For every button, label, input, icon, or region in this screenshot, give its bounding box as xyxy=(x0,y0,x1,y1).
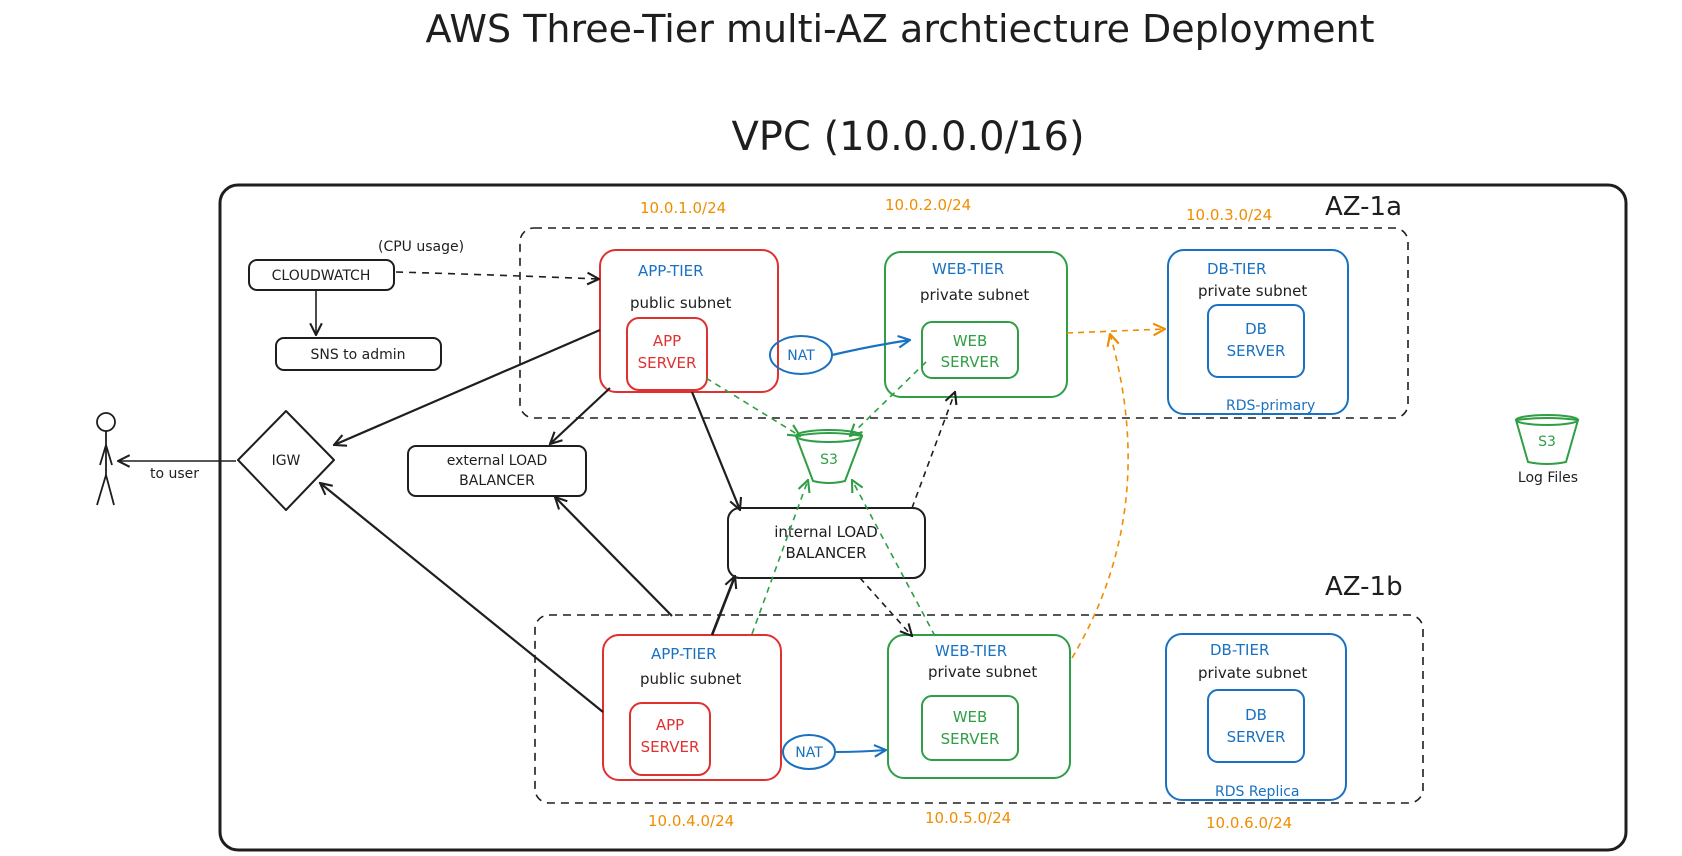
az1-app-server-line1: APP xyxy=(653,332,681,350)
az2-app-server-line2: SERVER xyxy=(641,738,700,756)
web2-to-db1-arrow xyxy=(1071,334,1129,659)
external-lb-line1: external LOAD xyxy=(447,453,548,469)
app2-to-igw-arrow xyxy=(320,483,604,713)
s3-center-label: S3 xyxy=(820,452,838,468)
internal-lb-box xyxy=(727,507,926,579)
az2-app-subnet-label: public subnet xyxy=(640,670,741,688)
az1-db-subnet-label: private subnet xyxy=(1198,282,1307,300)
cidr-az1-web: 10.0.2.0/24 xyxy=(885,196,971,214)
web1-to-db1-arrow xyxy=(1066,329,1165,333)
az2-db-tier-box xyxy=(1165,633,1347,801)
app1-to-s3-arrow xyxy=(705,377,800,436)
az1-web-server-line2: SERVER xyxy=(941,353,1000,371)
az-1a-label: AZ-1a xyxy=(1325,192,1402,222)
sns-box xyxy=(275,337,442,371)
cidr-az1-db: 10.0.3.0/24 xyxy=(1186,206,1272,224)
az2-app-tier-box xyxy=(602,634,782,781)
s3-log-caption: Log Files xyxy=(1518,470,1578,486)
az2-web-server xyxy=(921,695,1019,761)
az2-web-tier-box xyxy=(887,634,1071,779)
intlb-to-web2-arrow xyxy=(859,577,912,636)
external-lb-line2: BALANCER xyxy=(459,473,535,489)
app2-to-extlb-arrow xyxy=(555,497,673,617)
to-user-label: to user xyxy=(150,466,199,482)
az1-nat-label: NAT xyxy=(787,348,815,364)
az1-web-subnet-label: private subnet xyxy=(920,286,1029,304)
page-title: AWS Three-Tier multi-AZ archtiecture Dep… xyxy=(426,7,1375,51)
app2-to-intlb-arrow xyxy=(710,576,735,636)
az2-app-tier-title: APP-TIER xyxy=(651,645,717,663)
az2-web-server-line1: WEB xyxy=(953,708,988,726)
cloudwatch-note: (CPU usage) xyxy=(378,239,464,255)
igw-shape xyxy=(237,410,335,511)
web2-to-s3-arrow xyxy=(852,480,936,637)
vpc-title: VPC (10.0.0.0/16) xyxy=(731,114,1084,160)
az1-app-server xyxy=(626,317,708,391)
cloudwatch-box xyxy=(248,259,395,291)
az2-web-subnet-label: private subnet xyxy=(928,663,1037,681)
az1-app-server-line2: SERVER xyxy=(638,354,697,372)
az2-db-server-line1: DB xyxy=(1245,706,1267,724)
az-1b-label: AZ-1b xyxy=(1325,572,1403,602)
az2-web-server-line2: SERVER xyxy=(941,730,1000,748)
az1-db-tier-box xyxy=(1167,249,1349,415)
nat1-to-web1-arrow xyxy=(831,340,910,357)
s3-log-bucket-icon xyxy=(1514,414,1580,465)
az2-web-tier-title: WEB-TIER xyxy=(935,642,1007,660)
az1-db-server-line2: SERVER xyxy=(1227,342,1286,360)
igw-label: IGW xyxy=(272,453,301,469)
app1-to-igw-arrow xyxy=(334,328,601,445)
cidr-az2-db: 10.0.6.0/24 xyxy=(1206,814,1292,832)
az2-nat-gateway xyxy=(782,734,836,770)
nat2-to-web2-arrow xyxy=(835,750,886,752)
az2-app-server xyxy=(629,702,711,776)
s3-log-label: S3 xyxy=(1538,434,1556,450)
az1-db-server xyxy=(1207,304,1305,378)
cidr-az1-app: 10.0.1.0/24 xyxy=(640,199,726,217)
az1-db-tier-title: DB-TIER xyxy=(1207,260,1266,278)
az1-web-server-line1: WEB xyxy=(953,332,988,350)
az2-db-server-line2: SERVER xyxy=(1227,728,1286,746)
external-lb-box xyxy=(407,445,587,497)
cloudwatch-label: CLOUDWATCH xyxy=(272,268,371,284)
az1-app-subnet-label: public subnet xyxy=(630,294,731,312)
internal-lb-line2: BALANCER xyxy=(785,544,866,562)
az2-db-tier-title: DB-TIER xyxy=(1210,641,1269,659)
az2-db-subnet-label: private subnet xyxy=(1198,664,1307,682)
app1-to-intlb-arrow xyxy=(690,391,740,510)
web1-to-s3-arrow xyxy=(850,361,927,436)
user-icon xyxy=(96,412,116,506)
app1-to-extlb-arrow xyxy=(550,387,611,444)
az2-app-server-line1: APP xyxy=(656,716,684,734)
app2-to-s3-arrow xyxy=(751,480,808,635)
az1-db-server-line1: DB xyxy=(1245,320,1267,338)
az1-app-tier-box xyxy=(599,249,779,393)
cidr-az2-web: 10.0.5.0/24 xyxy=(925,809,1011,827)
sns-label: SNS to admin xyxy=(310,347,405,363)
intlb-to-web1-arrow xyxy=(911,392,955,509)
cloudwatch-to-app-arrow xyxy=(395,271,599,279)
az1-rds-label: RDS-primary xyxy=(1226,398,1315,414)
az2-rds-label: RDS Replica xyxy=(1215,784,1300,800)
az1-web-tier-box xyxy=(884,251,1068,398)
internal-lb-line1: internal LOAD xyxy=(774,523,878,541)
az1-web-tier-title: WEB-TIER xyxy=(932,260,1004,278)
az2-nat-label: NAT xyxy=(795,745,823,761)
az1-app-tier-title: APP-TIER xyxy=(638,262,704,280)
az2-db-server xyxy=(1207,689,1305,763)
az1-web-server xyxy=(921,321,1019,379)
vpc-boundary xyxy=(218,183,1628,852)
cidr-az2-app: 10.0.4.0/24 xyxy=(648,812,734,830)
